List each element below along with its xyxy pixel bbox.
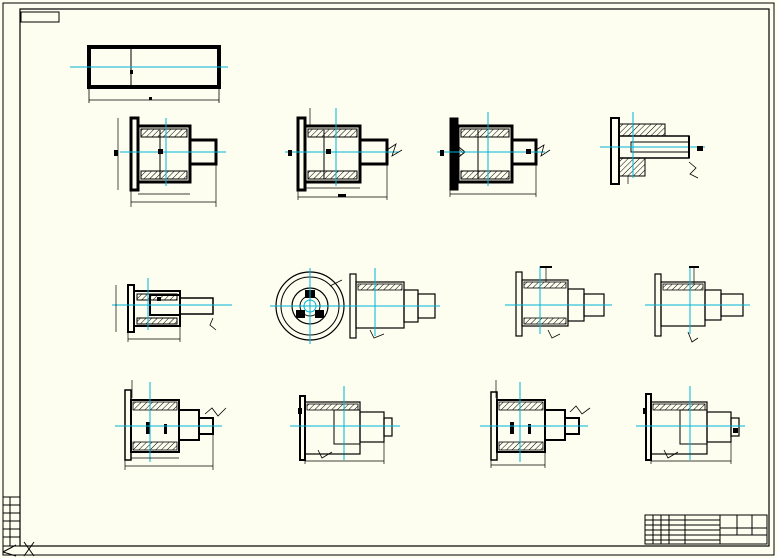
- ucs-icon: [2, 541, 35, 557]
- title-block: [644, 514, 768, 545]
- view-op-01: [114, 116, 226, 207]
- view-op-10: [290, 386, 400, 464]
- view-op-12: [636, 386, 745, 464]
- view-op-02: [285, 108, 403, 200]
- view-op-05: [112, 278, 232, 342]
- code-box: [20, 11, 60, 23]
- view-blank-bar: [70, 45, 228, 103]
- view-op-07: [505, 266, 612, 339]
- view-op-11: [480, 380, 591, 468]
- view-op-03: [437, 112, 551, 197]
- view-op-08: [645, 266, 750, 343]
- view-op-06-end: [270, 268, 350, 344]
- view-op-09: [115, 380, 227, 470]
- inner-border: [19, 8, 770, 547]
- view-op-06-side: [345, 268, 440, 339]
- left-margin-table: [2, 496, 21, 547]
- view-op-04: [600, 112, 705, 185]
